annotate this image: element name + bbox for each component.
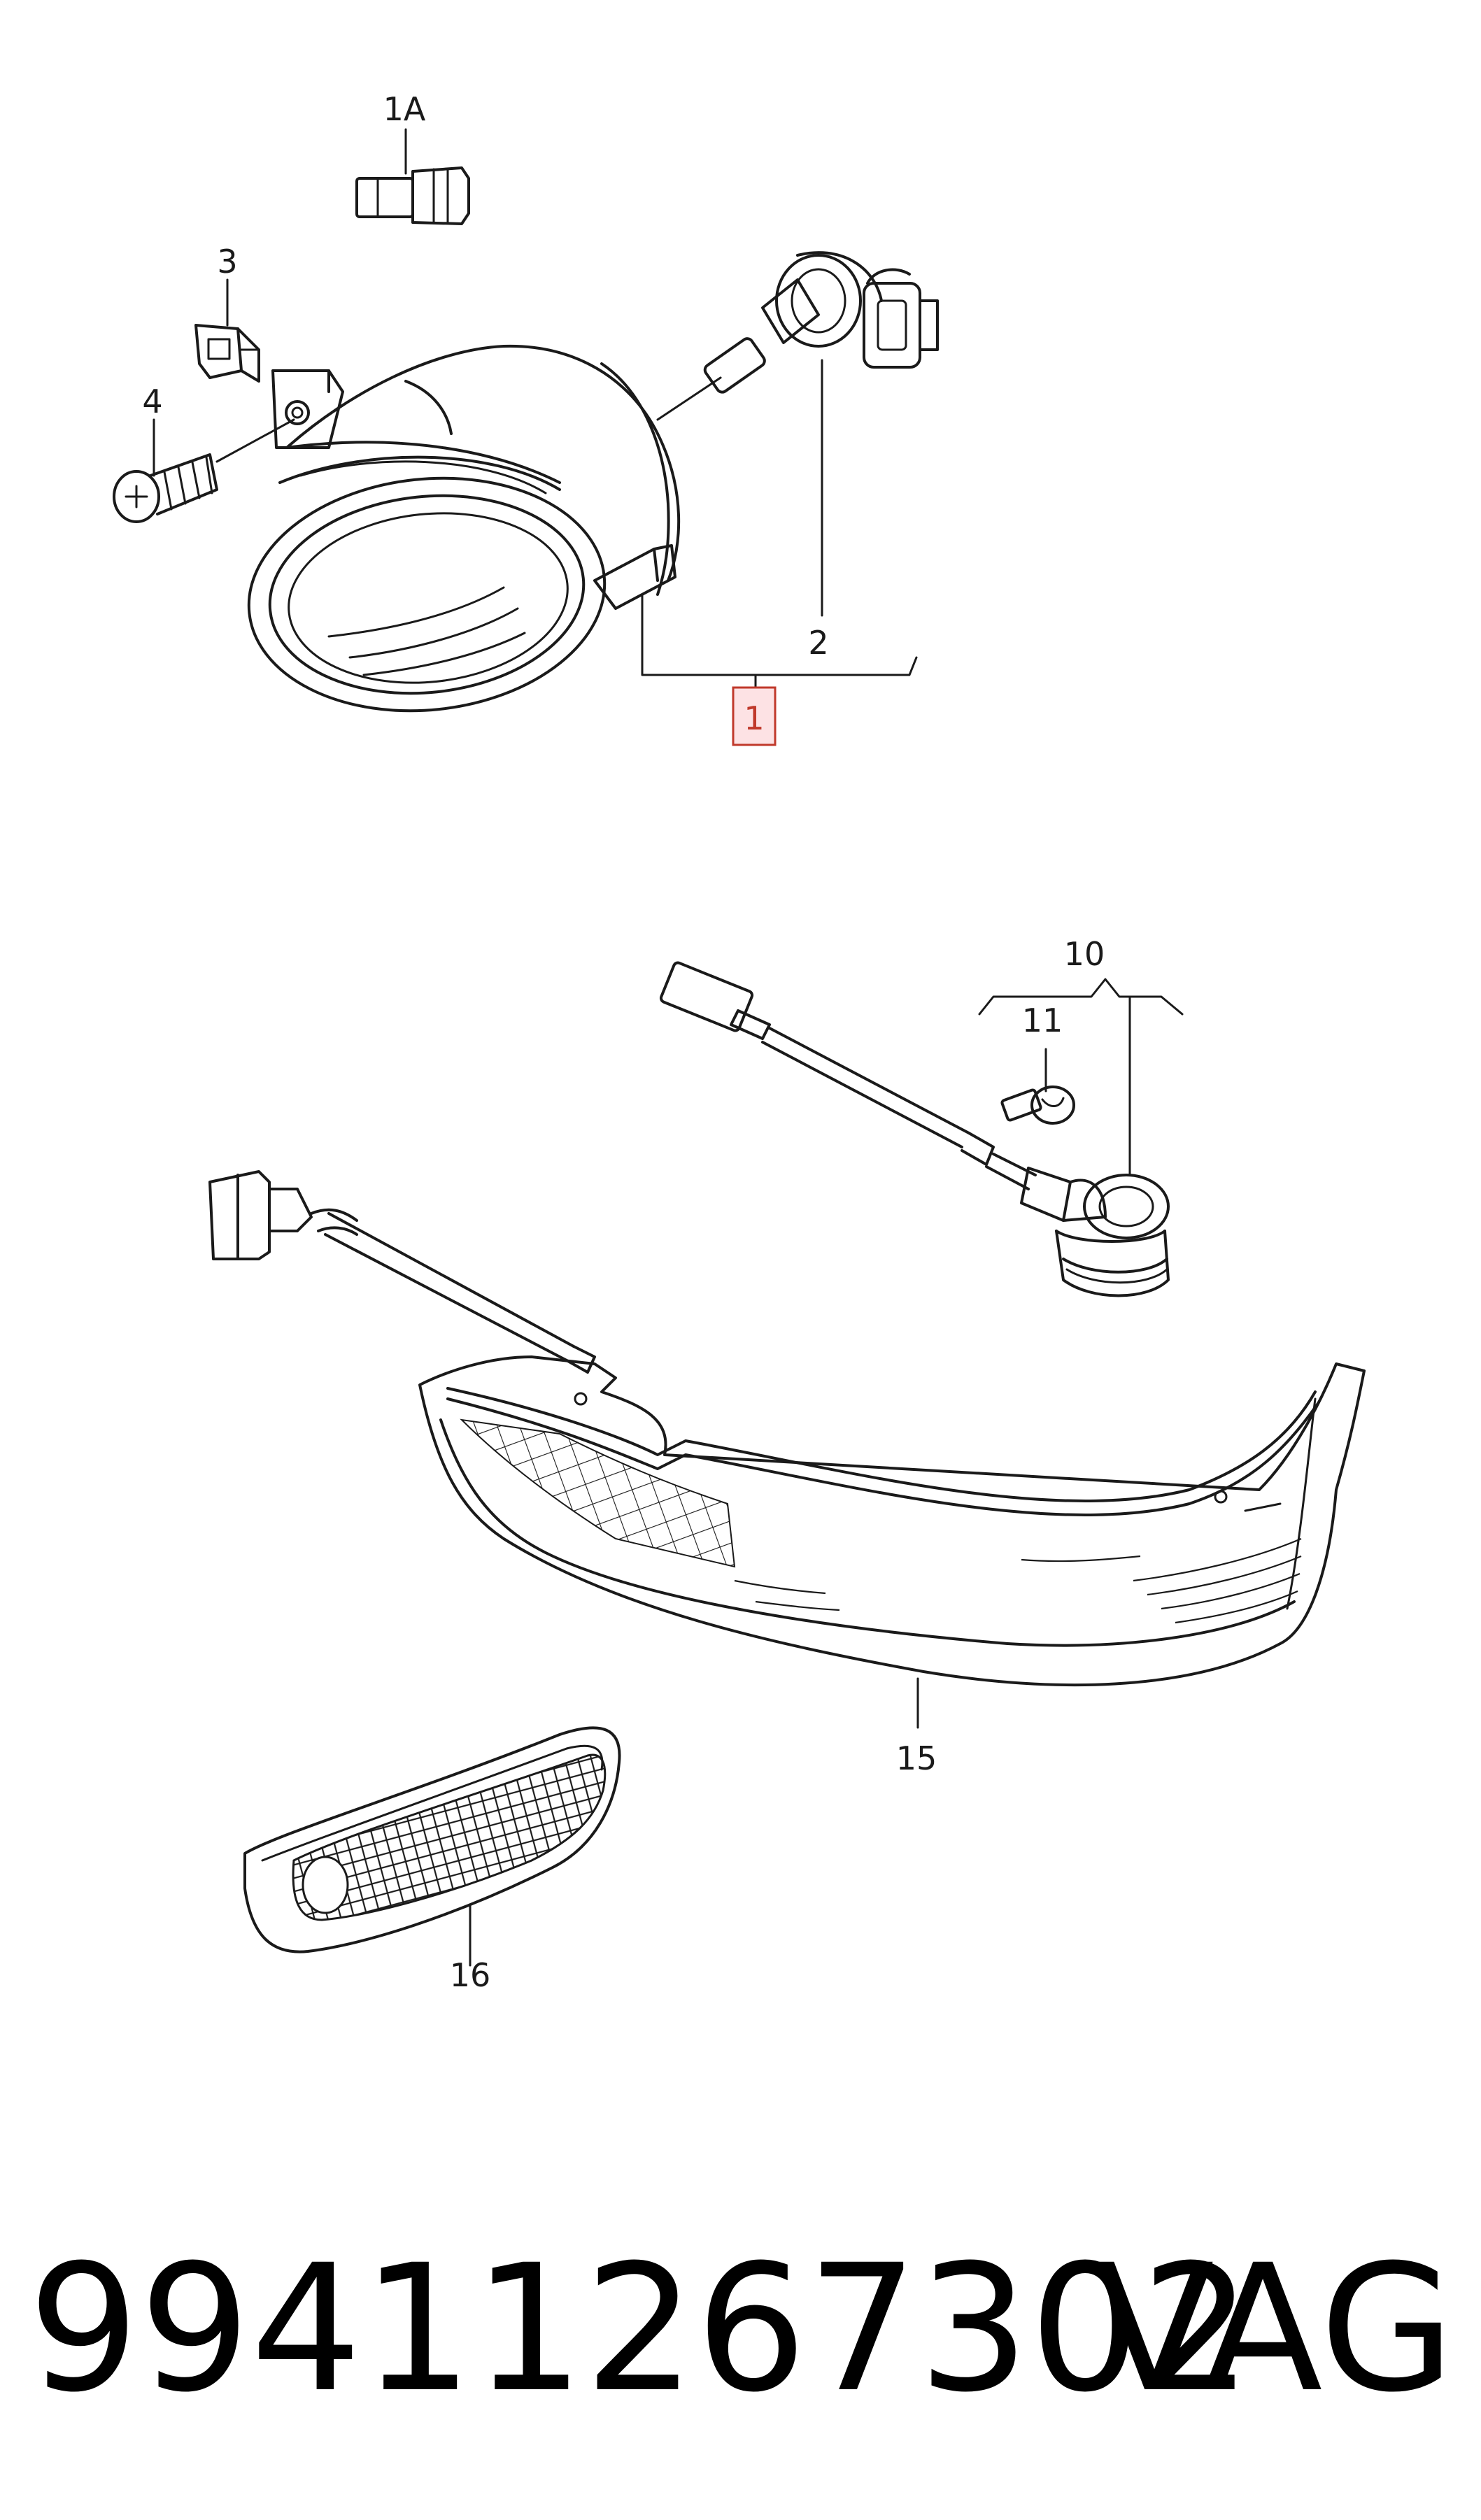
leader-lines-bottom: [469, 1677, 919, 1967]
callout-16[interactable]: 16: [450, 1956, 491, 1994]
leader-lines-top: [153, 128, 918, 694]
callout-labels: 1A 3 4 2 1 10 11 15 16: [142, 90, 1105, 1994]
part-number: 99411267302: [28, 2227, 1252, 2430]
leader-lines-mid: [978, 978, 1184, 1176]
callout-4[interactable]: 4: [142, 383, 162, 420]
callout-1-highlight: [732, 686, 777, 746]
callout-11[interactable]: 11: [1022, 1002, 1063, 1039]
mounting-bracket: [271, 369, 344, 449]
callout-15[interactable]: 15: [896, 1739, 937, 1777]
callout-10[interactable]: 10: [1064, 935, 1105, 973]
clip-nut-3: [194, 324, 260, 383]
callout-1[interactable]: 1: [744, 699, 764, 737]
callout-1a[interactable]: 1A: [383, 90, 426, 128]
fog-lamp-assembly: [247, 251, 939, 713]
indicator-lamp-15: [418, 1355, 1366, 1686]
bolt-1a: [355, 166, 470, 225]
callout-2[interactable]: 2: [808, 624, 828, 662]
footer-caption: 99411267302 VAG: [28, 2224, 1455, 2455]
left-wire-harness: [208, 1170, 596, 1374]
grill-16: [243, 1726, 621, 1953]
callout-3[interactable]: 3: [217, 243, 237, 280]
wedge-bulb-11: [1000, 1085, 1075, 1125]
screw-4: [113, 418, 295, 523]
brand-name: VAG: [1094, 2227, 1455, 2430]
marker-socket-harness: [659, 961, 1170, 1297]
